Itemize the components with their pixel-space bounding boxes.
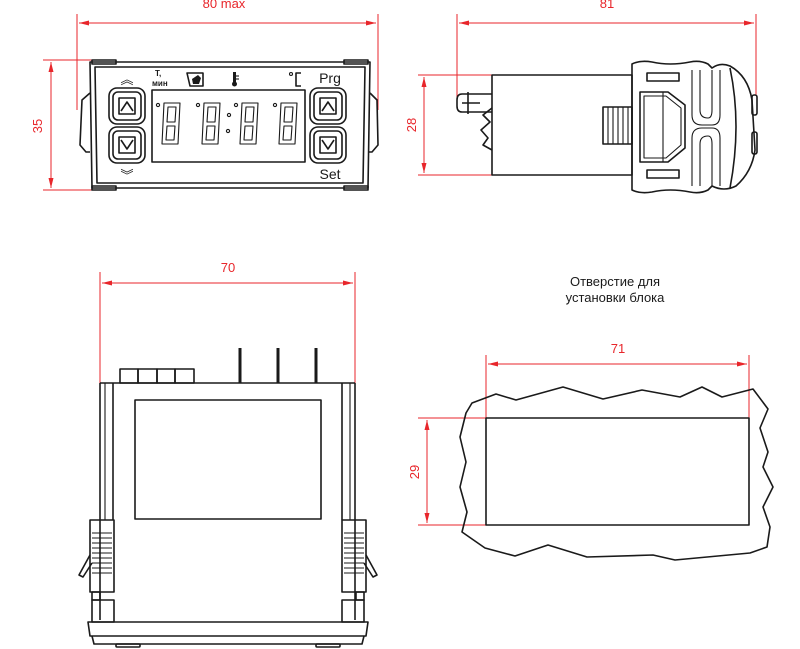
set-label: Set [319,166,340,182]
dimension-label-80max: 80 max [203,0,246,11]
digit-3 [233,102,259,145]
time-label: T, [155,69,161,78]
dimension-cutout-width: 71 [485,341,750,418]
side-view: 81 28 [404,0,758,194]
cutout-caption-line2: установки блока [565,290,665,305]
down-arrow-icon [321,139,335,150]
prg-label: Prg [319,70,341,86]
dimension-label-28: 28 [404,118,419,132]
right-clip [341,519,378,623]
led-display [151,89,306,163]
dimension-label-70: 70 [221,260,235,275]
cutout-caption-line1: Отверстие для [569,274,661,289]
double-down-arrow-icon: ︾ [120,168,133,183]
colon-dot-bottom [225,128,231,134]
set-down-button[interactable] [309,126,347,164]
top-view: 70 [78,260,378,648]
dimension-cutout-height: 29 [407,417,486,526]
digit-1 [155,102,181,145]
dimension-front-width: 80 max [76,0,379,110]
cutout-opening [485,417,750,526]
double-up-arrow-icon: ︽ [120,72,133,87]
dimension-side-height: 28 [404,74,492,176]
dimension-side-depth: 81 [456,0,757,100]
dimension-label-29: 29 [407,465,422,479]
digit-2 [195,102,221,145]
compressor-icon [288,71,301,87]
dimension-top-width: 70 [99,260,356,383]
prg-up-button[interactable] [309,87,347,125]
dimension-label-81: 81 [600,0,614,11]
up-button-left[interactable] [108,87,146,125]
panel-broken-outline [459,386,774,561]
down-button-left[interactable] [108,126,146,164]
digit-4 [272,102,298,145]
left-clip [78,519,115,623]
thermometer-icon [232,72,239,87]
dimension-front-height: 35 [30,59,95,191]
dimension-label-35: 35 [30,119,45,133]
front-view: 80 max 35 [30,0,379,191]
colon-dot-top [226,112,232,118]
minutes-label: мин [152,79,168,88]
cutout-caption: Отверстие для установки блока [540,274,690,306]
dimension-label-71: 71 [611,341,625,356]
up-arrow-icon [120,101,134,112]
cutout-view: 71 29 [407,341,774,561]
defrost-icon [186,72,204,87]
ribbed-plug [602,106,633,145]
down-arrow-icon [120,139,134,150]
up-arrow-icon [321,101,335,112]
